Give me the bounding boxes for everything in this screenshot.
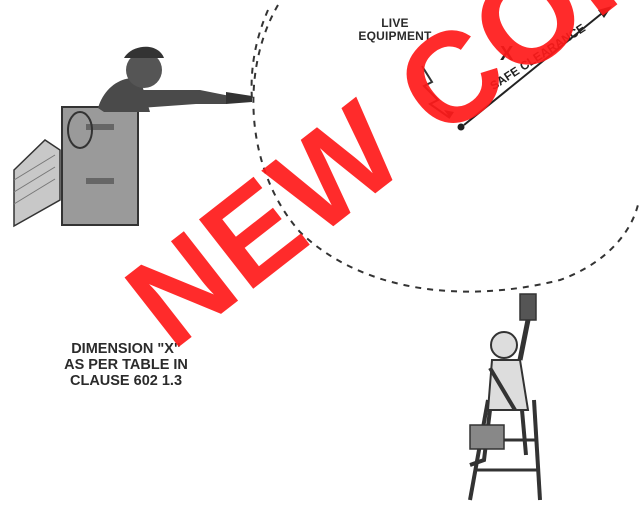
- clearance-boundary: [252, 4, 639, 293]
- live-equipment-point: [457, 123, 465, 131]
- ladder-worker-figure: [468, 293, 542, 501]
- lightning-arrowhead: [444, 110, 454, 118]
- bucket-worker-figure: [13, 46, 252, 228]
- live-equipment-label: LIVE EQUIPMENT: [358, 16, 432, 43]
- clearance-dimension-line: [463, 9, 607, 126]
- lightning-bolt-icon: [421, 65, 451, 119]
- dimension-x-mark: X: [500, 43, 514, 65]
- dimension-note: DIMENSION "X" AS PER TABLE IN CLAUSE 602…: [64, 341, 188, 390]
- dimension-arrowhead: [598, 6, 612, 18]
